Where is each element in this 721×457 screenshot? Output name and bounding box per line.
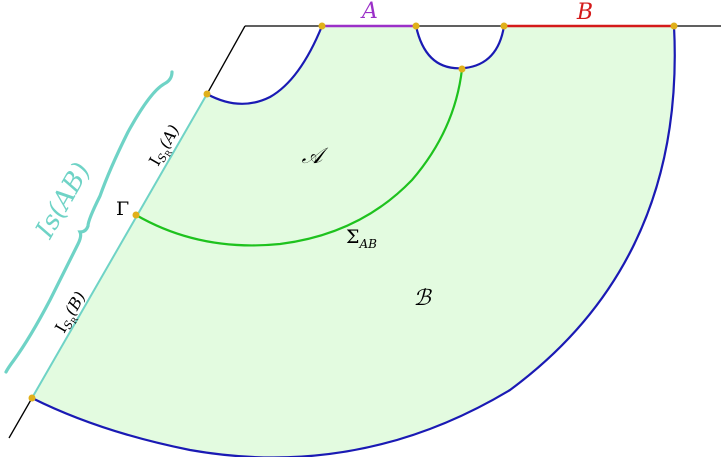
- point-gamma: [132, 211, 140, 219]
- point-left-bottom: [28, 394, 36, 402]
- region-b-label: ℬ: [413, 286, 432, 311]
- axis-left-lower-line: [8, 397, 33, 439]
- points: [28, 22, 678, 402]
- point-sigma-end: [458, 65, 466, 73]
- boundary-arc-large: [31, 25, 676, 457]
- boundary-arc-small-left: [206, 25, 324, 105]
- point-b-end: [670, 22, 678, 30]
- point-b-start: [500, 22, 508, 30]
- point-left-top: [203, 90, 211, 98]
- point-a-start: [318, 22, 326, 30]
- is-ab-label: Is(AB): [30, 158, 97, 245]
- point-a-end: [412, 22, 420, 30]
- axis-left-upper-line: [206, 25, 246, 95]
- sigma-curve: [135, 68, 464, 247]
- gamma-label: Γ: [116, 198, 129, 220]
- segment-a-label: A: [360, 0, 378, 24]
- is-ab-brace: [4, 70, 174, 374]
- shaded-region: [32, 26, 675, 457]
- is-line: [31, 93, 208, 399]
- segment-b-label: B: [576, 0, 593, 25]
- sigma-label: ΣAB: [346, 226, 377, 251]
